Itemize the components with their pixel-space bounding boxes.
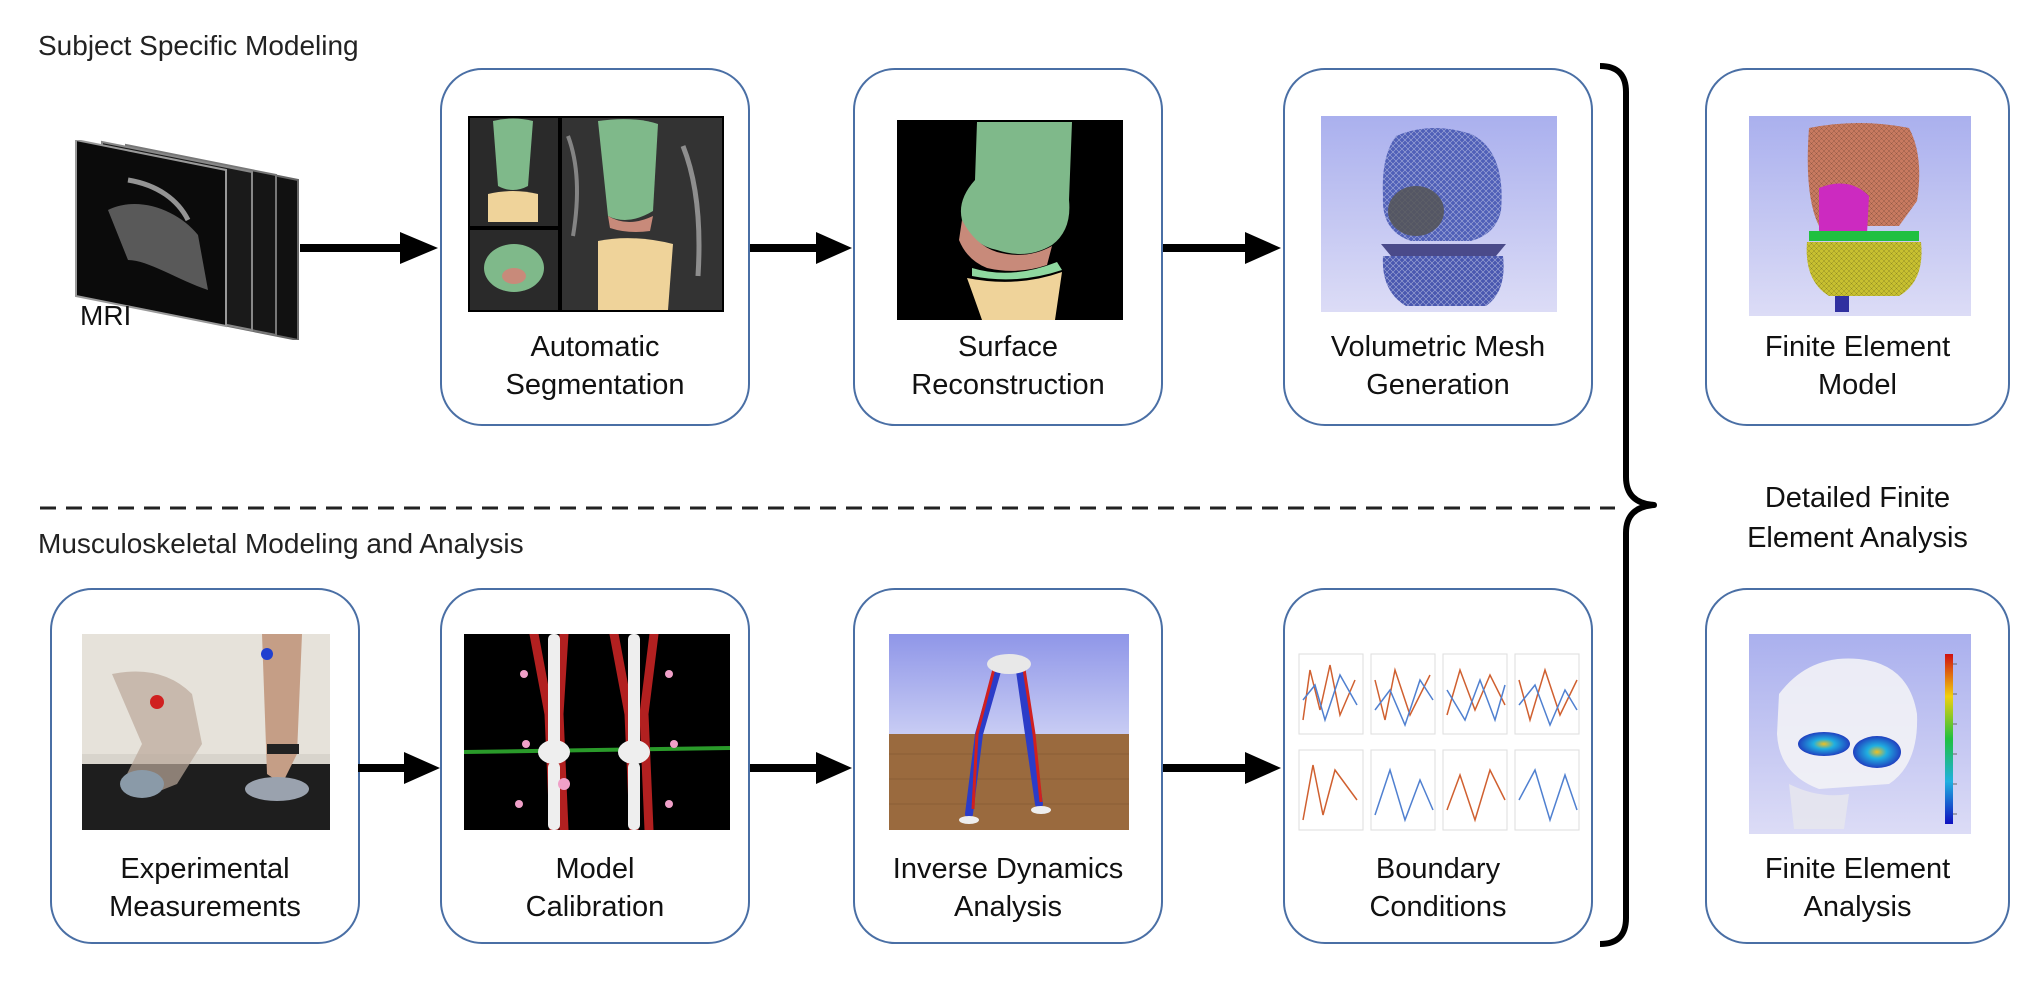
finite-element-analysis-image <box>1749 634 1971 834</box>
volumetric-mesh-image <box>1321 116 1557 312</box>
boundary-conditions-plots-image <box>1295 650 1585 840</box>
section-title-subject-specific: Subject Specific Modeling <box>38 30 359 61</box>
finite-element-model-image <box>1749 116 1971 316</box>
model-calibration-image <box>464 634 730 830</box>
section-title-musculoskeletal: Musculoskeletal Modeling and Analysis <box>38 528 524 559</box>
arrow-mri-to-segmentation <box>300 232 438 264</box>
mri-stack-image <box>75 140 299 340</box>
right-curly-brace <box>1599 63 1657 947</box>
arrow-inverse-dynamics-to-boundary <box>1163 752 1281 784</box>
surface-reconstruction-image <box>897 120 1123 320</box>
inverse-dynamics-image <box>889 634 1129 830</box>
arrow-experimental-to-calibration <box>358 752 440 784</box>
arrow-calibration-to-inverse-dynamics <box>750 752 852 784</box>
segmentation-image <box>468 116 724 312</box>
dashed-separator <box>40 506 1615 510</box>
mri-label: MRI <box>80 300 132 331</box>
arrow-segmentation-to-surface <box>750 232 852 264</box>
experimental-measurements-image <box>82 634 330 830</box>
arrow-surface-to-mesh <box>1163 232 1281 264</box>
